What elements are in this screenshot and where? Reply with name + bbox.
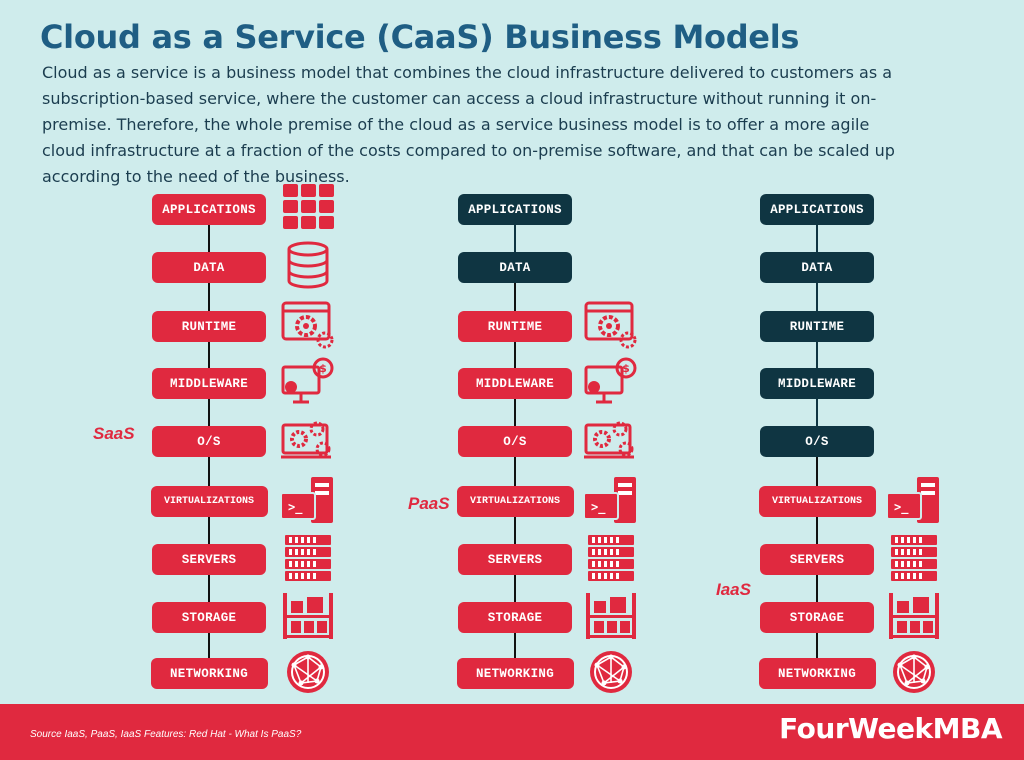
- layer-storage: STORAGE: [760, 602, 874, 633]
- layer-networking: NETWORKING: [758, 658, 876, 689]
- footer-bar: Source IaaS, PaaS, IaaS Features: Red Ha…: [0, 704, 1024, 760]
- connector-line: [514, 575, 516, 602]
- layer-networking: NETWORKING: [456, 658, 574, 689]
- model-column-iaas: IaaS APPLICATIONS DATA RUNTIME MIDDLEWARE O/S…: [0, 0, 939, 693]
- layer-data: DATA: [760, 252, 874, 283]
- runtime-gear-icon: [279, 300, 337, 350]
- connector-line: [514, 342, 516, 368]
- connector-line: [208, 633, 210, 658]
- globe-network-icon: [582, 647, 640, 697]
- layer-storage: STORAGE: [152, 602, 266, 633]
- page-title: Cloud as a Service (CaaS) Business Model…: [40, 18, 800, 56]
- connector-line: [816, 399, 818, 426]
- layer-virtualizations: VIRTUALIZATIONS: [150, 486, 268, 517]
- connector-line: [816, 575, 818, 602]
- layer-applications: APPLICATIONS: [152, 194, 266, 225]
- os-gears-icon: [582, 415, 640, 465]
- svg-text:$: $: [319, 362, 327, 375]
- svg-text:>_: >_: [288, 500, 303, 515]
- layer-virtualizations: VIRTUALIZATIONS: [456, 486, 574, 517]
- layer-os: O/S: [458, 426, 572, 457]
- intro-paragraph: Cloud as a service is a business model t…: [42, 63, 895, 186]
- connector-line: [514, 517, 516, 544]
- connector-line: [208, 575, 210, 602]
- layer-applications: APPLICATIONS: [760, 194, 874, 225]
- layer-os: O/S: [152, 426, 266, 457]
- layer-storage: STORAGE: [458, 602, 572, 633]
- connector-line: [816, 517, 818, 544]
- layer-runtime: RUNTIME: [458, 311, 572, 342]
- server-rack-icon: [885, 533, 943, 583]
- model-column-paas: PaaS APPLICATIONS DATA RUNTIME MIDDLEWARE $…: [0, 0, 637, 693]
- layer-runtime: RUNTIME: [760, 311, 874, 342]
- svg-text:>_: >_: [894, 500, 909, 515]
- connector-line: [816, 225, 818, 252]
- database-icon: [279, 241, 337, 291]
- monitor-dollar-icon: $: [582, 357, 640, 407]
- storage-shelf-icon: [885, 591, 943, 641]
- terminal-server-icon: >_: [582, 475, 640, 525]
- connector-line: [514, 225, 516, 252]
- connector-line: [208, 225, 210, 252]
- layer-virtualizations: VIRTUALIZATIONS: [758, 486, 876, 517]
- os-gears-icon: [279, 415, 337, 465]
- connector-line: [816, 342, 818, 368]
- model-label: PaaS: [408, 494, 450, 513]
- svg-text:$: $: [622, 362, 630, 375]
- layer-servers: SERVERS: [458, 544, 572, 575]
- storage-shelf-icon: [582, 591, 640, 641]
- connector-line: [514, 457, 516, 486]
- terminal-server-icon: >_: [885, 475, 943, 525]
- connector-line: [208, 399, 210, 426]
- connector-line: [208, 283, 210, 311]
- storage-shelf-icon: [279, 591, 337, 641]
- layer-servers: SERVERS: [152, 544, 266, 575]
- monitor-dollar-icon: $: [279, 357, 337, 407]
- source-note: Source IaaS, PaaS, IaaS Features: Red Ha…: [30, 729, 302, 740]
- connector-line: [514, 399, 516, 426]
- connector-line: [208, 342, 210, 368]
- layer-middleware: MIDDLEWARE: [152, 368, 266, 399]
- layer-networking: NETWORKING: [150, 658, 268, 689]
- layer-data: DATA: [458, 252, 572, 283]
- connector-line: [816, 633, 818, 658]
- connector-line: [514, 283, 516, 311]
- connector-line: [816, 283, 818, 311]
- connector-line: [816, 457, 818, 486]
- model-label: SaaS: [93, 424, 135, 443]
- model-label: IaaS: [716, 580, 751, 599]
- runtime-gear-icon: [582, 300, 640, 350]
- connector-line: [514, 633, 516, 658]
- layer-applications: APPLICATIONS: [458, 194, 572, 225]
- layer-servers: SERVERS: [760, 544, 874, 575]
- layer-runtime: RUNTIME: [152, 311, 266, 342]
- layer-data: DATA: [152, 252, 266, 283]
- connector-line: [208, 457, 210, 486]
- server-rack-icon: [582, 533, 640, 583]
- layer-os: O/S: [760, 426, 874, 457]
- globe-network-icon: [279, 647, 337, 697]
- terminal-server-icon: >_: [279, 475, 337, 525]
- server-rack-icon: [279, 533, 337, 583]
- grid-icon: [279, 183, 337, 233]
- globe-network-icon: [885, 647, 943, 697]
- connector-line: [208, 517, 210, 544]
- layer-middleware: MIDDLEWARE: [760, 368, 874, 399]
- svg-text:>_: >_: [591, 500, 606, 515]
- layer-middleware: MIDDLEWARE: [458, 368, 572, 399]
- brand-logo: FourWeekMBA: [779, 712, 1002, 745]
